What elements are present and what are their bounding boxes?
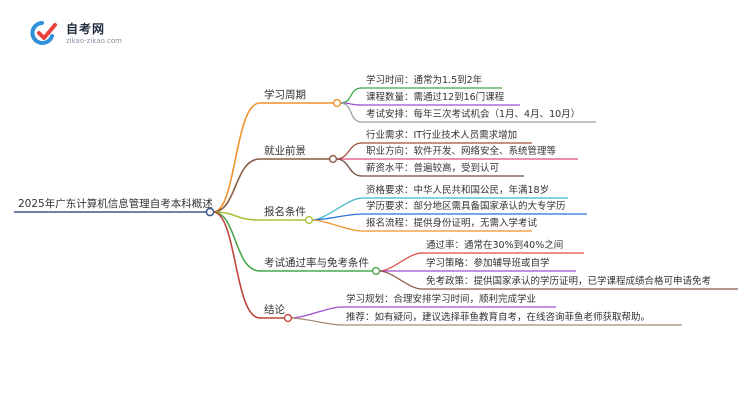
branch-label: 学习周期 [264,88,306,101]
branch-node-dot [371,266,381,276]
site-logo[interactable]: 自考网 zikao-zikao.com [28,20,148,48]
leaf-label: 考试安排：每年三次考试机会（1月、4月、10月） [366,108,581,120]
leaf-label: 推荐：如有疑问，建议选择菲鱼教育自考，在线咨询菲鱼老师获取帮助。 [346,311,651,323]
branch-connector [212,102,261,213]
leaf-label: 报名流程：提供身份证明，无需入学考试 [366,217,538,229]
logo-title: 自考网 [66,22,106,36]
branch-connector [212,158,261,213]
leaf-connector [290,317,343,326]
leaf-label: 学习规划：合理安排学习时间，顺利完成学业 [346,293,537,305]
leaf-label: 免考政策：提供国家承认的学历证明，已学课程成绩合格可申请免考 [426,275,712,287]
branch-node-dot [304,215,314,225]
root-node-dot [205,207,215,217]
leaf-label: 薪资水平：普遍较高，受到认可 [366,162,500,174]
leaf-label: 资格要求：中华人民共和国公民，年满18岁 [366,184,550,196]
leaf-connector [311,219,363,232]
leaf-label: 职业方向：软件开发、网络安全、系统管理等 [366,145,557,157]
branch-label: 考试通过率与免考条件 [264,256,369,269]
leaf-connector [339,87,363,104]
root-node-label: 2025年广东计算机信息管理自考本科概述 [18,197,213,210]
branch-label: 结论 [264,303,285,316]
leaf-connector [335,142,363,160]
leaf-label: 学习策略：参加辅导班或自学 [426,257,550,269]
leaf-label: 课程数量：需通过12到16门课程 [366,91,505,103]
branch-connector [212,211,261,272]
branch-label: 就业前景 [264,144,306,157]
leaf-label: 学习时间：通常为1.5到2年 [366,74,483,86]
branch-node-dot [283,313,293,323]
branch-node-dot [328,154,338,164]
leaf-connector [311,213,363,221]
leaf-connector [378,252,423,272]
branch-node-dot [332,98,342,108]
branch-label: 报名条件 [264,205,306,218]
leaf-connector [339,102,363,123]
zikao-logo-icon [30,21,57,45]
leaf-connector [378,270,423,290]
branch-connector [212,211,261,319]
leaf-label: 行业需求：IT行业技术人员需求增加 [366,129,518,141]
leaf-connector [290,306,343,319]
leaf-label: 通过率：通常在30%到40%之间 [426,239,564,251]
leaf-label: 学历要求：部分地区需具备国家承认的大专学历 [366,200,566,212]
leaf-connector [335,158,363,177]
logo-url: zikao-zikao.com [66,37,122,45]
